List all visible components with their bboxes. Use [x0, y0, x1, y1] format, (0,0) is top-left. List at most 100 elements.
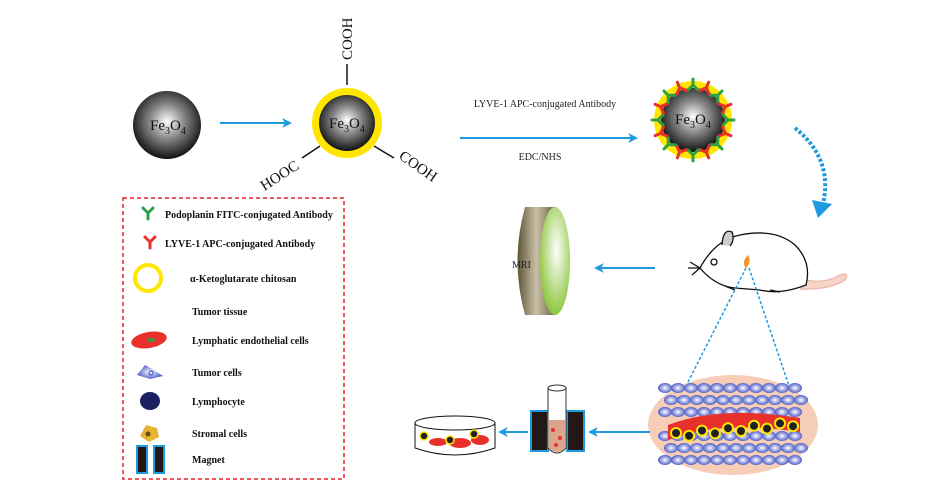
legend-label: Tumor cells — [192, 368, 242, 379]
tumor-cell — [749, 431, 763, 441]
tumor-cell — [781, 395, 795, 405]
magnet-icon — [136, 445, 165, 474]
tumor-cell — [788, 455, 802, 465]
formula-label: Fe3O4 — [329, 116, 365, 135]
tumor-cell — [794, 443, 808, 453]
tumor-cell — [664, 395, 678, 405]
cooh-right-label: COOH — [396, 148, 440, 186]
tumor-cell-icon — [137, 365, 163, 379]
nanoparticle — [670, 427, 682, 439]
tumor-cell — [768, 395, 782, 405]
chitosan-coated-particle: Fe3O4 COOH HOOC COOH — [258, 17, 440, 194]
tumor-cell — [658, 455, 672, 465]
nanoparticle — [709, 427, 721, 440]
nanoparticle — [683, 429, 695, 442]
tumor-cell — [788, 407, 802, 417]
tumor-cell — [749, 383, 763, 393]
tumor-cell — [788, 383, 802, 393]
mri-label: MRI — [512, 260, 531, 271]
nanoparticle — [787, 420, 799, 433]
arrow-head — [812, 200, 832, 218]
magnetic-separation — [530, 384, 585, 454]
tumor-cell — [775, 407, 789, 417]
tumor-cell — [671, 407, 685, 417]
legend-label: Lymphocyte — [192, 397, 245, 408]
nanoparticle — [696, 424, 708, 437]
reaction-reagent-label: LYVE-1 APC-conjugated Antibody — [474, 99, 616, 110]
tumor-cell — [703, 443, 717, 453]
legend-label: Stromal cells — [192, 429, 247, 440]
tumor-cell — [690, 395, 704, 405]
bare-fe3o4-particle: Fe3O4 — [133, 91, 201, 159]
tumor-cell — [729, 443, 743, 453]
tumor-cell — [710, 455, 724, 465]
tumor-cell — [775, 455, 789, 465]
tumor-cell — [697, 455, 711, 465]
tumor-cell — [788, 431, 802, 441]
tumor-cell — [710, 383, 724, 393]
tumor-cell — [658, 407, 672, 417]
hooc-left-label: HOOC — [258, 158, 302, 195]
tumor-cell — [684, 407, 698, 417]
tumor-tissue-closeup — [648, 375, 818, 475]
legend-label: Tumor tissue — [192, 307, 248, 318]
tumor-cell — [723, 383, 737, 393]
tumor-cell — [716, 395, 730, 405]
cooh-top-label: COOH — [340, 17, 356, 60]
legend-label: LYVE-1 APC-conjugated Antibody — [165, 239, 315, 250]
tumor-cell — [716, 443, 730, 453]
tumor-cell — [755, 395, 769, 405]
tumor-cell — [775, 431, 789, 441]
tumor-cell — [697, 383, 711, 393]
reaction-condition-label: EDC/NHS — [519, 152, 562, 163]
culture-dish — [414, 415, 496, 456]
yellow-ring-icon — [133, 263, 163, 293]
nanoparticle — [735, 425, 747, 437]
stromal-cell-icon — [140, 425, 159, 442]
dotted-arrow-injection — [793, 126, 828, 209]
tumor-cell — [749, 455, 763, 465]
tumor-cell — [677, 443, 691, 453]
legend-label: Lymphatic endothelial cells — [192, 336, 309, 347]
green-antibody-icon — [141, 206, 155, 221]
tumor-cell — [671, 455, 685, 465]
tumor-cell — [664, 443, 678, 453]
tumor-cell — [703, 395, 717, 405]
mri-scanner: MRI — [512, 207, 570, 315]
legend-label: α-Ketoglutarate chitosan — [190, 274, 297, 285]
tumor-cell — [697, 407, 711, 417]
tumor-cell — [742, 443, 756, 453]
tumor-cell — [755, 443, 769, 453]
nanoparticle — [774, 417, 786, 430]
formula-label: Fe3O4 — [150, 118, 186, 137]
zoom-line-right — [748, 267, 790, 387]
tumor-cell — [768, 443, 782, 453]
nanoparticle — [748, 419, 760, 432]
legend-label: Magnet — [192, 455, 225, 466]
lymphocyte-icon — [140, 392, 160, 410]
nanoparticle — [761, 422, 773, 435]
lymphatic-vessel — [668, 412, 800, 440]
formula-label: Fe3O4 — [675, 112, 711, 131]
tumor-cell — [781, 443, 795, 453]
tumor-cell — [736, 383, 750, 393]
lymphatic-endothelial-cell-icon — [131, 331, 167, 349]
tumor-cell — [684, 383, 698, 393]
legend: Podoplanin FITC-conjugated AntibodyLYVE-… — [122, 197, 345, 480]
tumor-cell — [677, 395, 691, 405]
tumor-cell — [736, 455, 750, 465]
zoom-line-left — [687, 267, 747, 383]
tumor-cell — [729, 395, 743, 405]
tumor-cell — [723, 455, 737, 465]
tumor-cell — [690, 443, 704, 453]
mouse-illustration — [688, 230, 848, 293]
tumor-cell — [794, 395, 808, 405]
tumor-cell — [658, 383, 672, 393]
tumor-cell — [762, 455, 776, 465]
nanoparticle — [722, 422, 734, 435]
red-antibody-icon — [143, 235, 157, 250]
tumor-cell — [742, 395, 756, 405]
tumor-cell — [684, 455, 698, 465]
tumor-cell — [671, 383, 685, 393]
